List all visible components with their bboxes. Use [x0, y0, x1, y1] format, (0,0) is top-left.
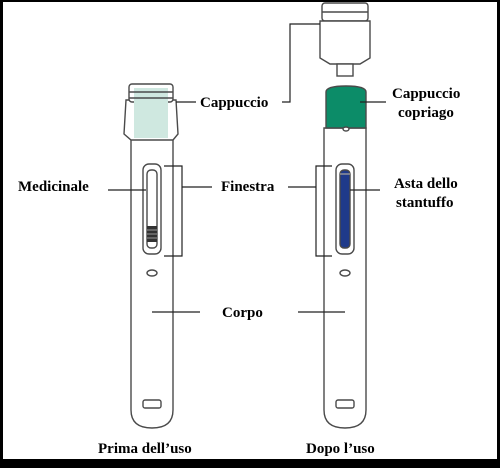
leader-removed-cap [282, 23, 320, 103]
pen-body-before [130, 135, 174, 429]
plunger-rod [339, 169, 351, 249]
pen-before-use [123, 83, 179, 429]
label-needle-cap-2: copriago [398, 105, 454, 121]
label-plunger-1: Asta dello [394, 176, 458, 192]
caption-after-use: Dopo l’uso [306, 441, 375, 457]
pen-indicator-before [146, 269, 158, 277]
leader-lines [108, 23, 386, 313]
label-window: Finestra [221, 179, 275, 195]
pen-indicator-after [339, 269, 351, 277]
removed-cap [319, 20, 371, 65]
needle-cap-hole [342, 126, 350, 132]
pen-after-use [319, 2, 371, 429]
pen-base-before [142, 399, 162, 409]
label-cap: Cappuccio [200, 95, 268, 111]
pen-body-after [323, 127, 367, 429]
label-medicine: Medicinale [18, 179, 89, 195]
label-needle-cap-1: Cappuccio [392, 86, 460, 102]
caption-before-use: Prima dell’uso [98, 441, 192, 457]
label-body: Corpo [222, 305, 263, 321]
pen-cap-tint [134, 88, 168, 138]
needle-cap [325, 85, 367, 129]
pen-base-after [335, 399, 355, 409]
removed-cap-stem [336, 63, 354, 77]
label-plunger-2: stantuffo [396, 195, 454, 211]
leader-window-left [164, 165, 183, 257]
diagram-panel [3, 2, 497, 459]
leader-window-right [315, 165, 332, 257]
